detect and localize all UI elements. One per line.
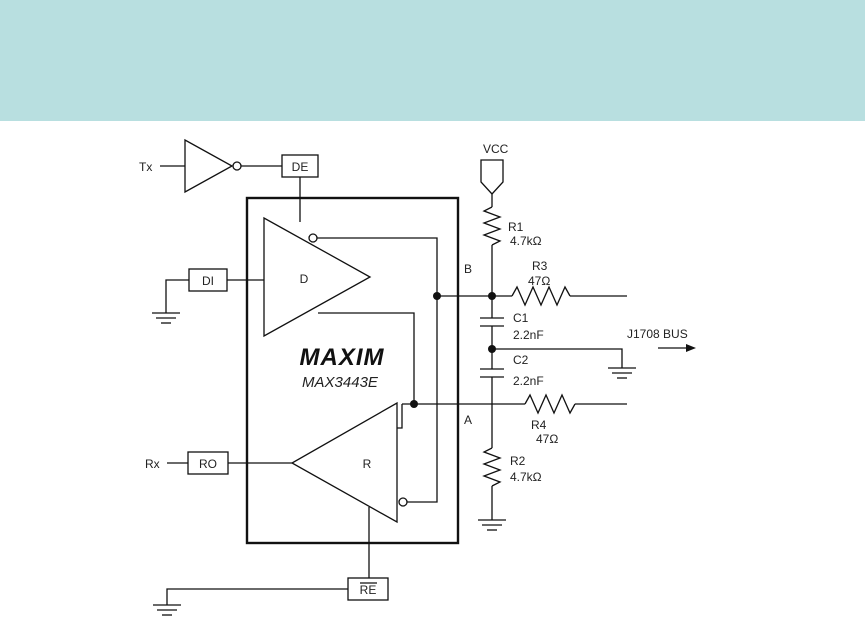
junction-dot: [433, 292, 441, 300]
r4-ref: R4: [531, 418, 547, 432]
r1-value: 4.7kΩ: [510, 234, 542, 248]
maxim-logo: MAXIM: [300, 344, 385, 371]
pin-ro-label: RO: [199, 457, 217, 471]
resistor-r4: [524, 393, 576, 415]
rx-label: Rx: [145, 457, 160, 471]
c2-value: 2.2nF: [513, 374, 544, 388]
pin-de-label: DE: [292, 160, 309, 174]
ic-body: [245, 196, 460, 545]
receiver-label: R: [363, 457, 372, 471]
r2-value: 4.7kΩ: [510, 470, 542, 484]
c2-ref: C2: [513, 353, 529, 367]
pin-re-label: RE: [360, 583, 377, 597]
part-number: MAX3443E: [302, 374, 379, 391]
header-banner: [0, 0, 865, 121]
pin-b-label: B: [464, 262, 472, 276]
driver-amplifier: [263, 216, 372, 338]
pin-a-label: A: [464, 413, 472, 427]
r1-ref: R1: [508, 220, 524, 234]
r3-value: 47Ω: [528, 274, 550, 288]
r4-value: 47Ω: [536, 432, 558, 446]
r2-ref: R2: [510, 454, 526, 468]
r3-ref: R3: [532, 259, 548, 273]
resistor-r2: [482, 447, 502, 487]
receiver-amplifier: [290, 401, 398, 524]
receiver-inverted-input-bubble: [398, 497, 408, 507]
resistor-r3: [511, 285, 571, 307]
c1-value: 2.2nF: [513, 328, 544, 342]
driver-inverted-output-bubble: [308, 233, 318, 243]
resistor-r1: [482, 206, 502, 246]
vcc-label: VCC: [483, 142, 509, 156]
tx-label: Tx: [139, 160, 152, 174]
inverter-bubble: [232, 161, 242, 171]
pin-di-label: DI: [202, 274, 214, 288]
junction-dot: [488, 292, 496, 300]
vcc-symbol: [480, 159, 504, 195]
driver-label: D: [300, 272, 309, 286]
inverter-symbol: [184, 138, 234, 194]
bus-label: J1708 BUS: [627, 327, 688, 341]
junction-dot: [410, 400, 418, 408]
c1-ref: C1: [513, 311, 529, 325]
